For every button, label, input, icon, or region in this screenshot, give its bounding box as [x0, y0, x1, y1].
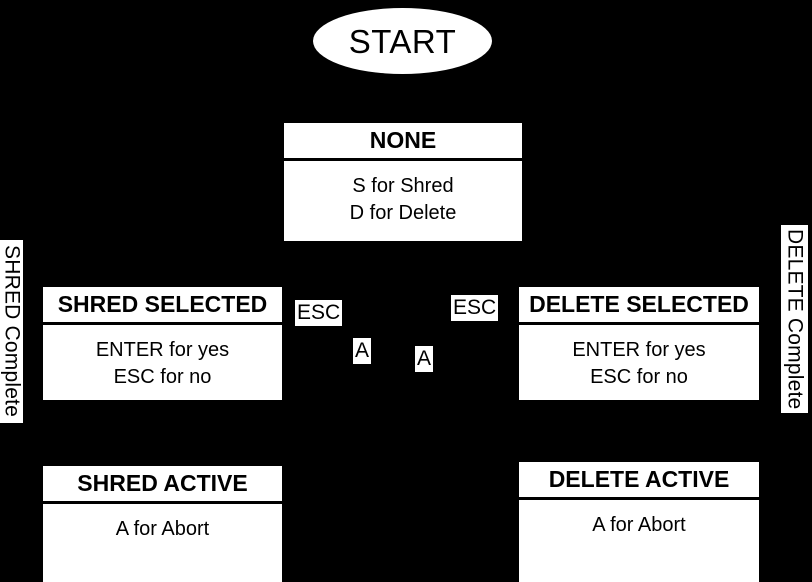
state-body-line: A for Abort: [115, 518, 210, 541]
edge-label-esc-shred: ESC: [295, 300, 343, 327]
connector-shred-selected-to-shred-active: [163, 400, 165, 466]
edge-label-shred-complete: SHRED Complete: [0, 240, 24, 423]
state-body-line: D for Delete: [349, 202, 457, 225]
state-body-line: S for Shred: [352, 175, 454, 198]
connector-none-to-shred-selected: [163, 241, 165, 287]
edge-label-abort-shred: A: [353, 338, 372, 365]
state-box-none[interactable]: NONE S for Shred D for Delete: [284, 123, 522, 241]
state-box-delete-active[interactable]: DELETE ACTIVE A for Abort: [519, 462, 759, 582]
state-body-line: ESC for no: [590, 366, 688, 389]
state-body-delete-active: A for Abort: [519, 500, 759, 582]
state-box-delete-selected[interactable]: DELETE SELECTED ENTER for yes ESC for no: [519, 287, 759, 400]
start-node-label: START: [348, 22, 457, 60]
connector-none-to-delete-selected: [638, 241, 640, 287]
edge-label-abort-delete: A: [415, 346, 434, 373]
state-body-shred-active: A for Abort: [43, 504, 282, 582]
connector-delete-selected-to-delete-active: [638, 400, 640, 462]
state-title-delete-selected: DELETE SELECTED: [519, 287, 759, 326]
state-box-shred-selected[interactable]: SHRED SELECTED ENTER for yes ESC for no: [43, 287, 282, 400]
state-box-shred-active[interactable]: SHRED ACTIVE A for Abort: [43, 466, 282, 582]
state-body-line: ENTER for yes: [572, 339, 706, 362]
start-node[interactable]: START: [313, 8, 492, 74]
state-body-line: A for Abort: [592, 514, 686, 537]
edge-label-delete-complete: DELETE Complete: [781, 225, 808, 413]
connector-start-to-none: [402, 74, 404, 123]
state-body-none: S for Shred D for Delete: [284, 161, 522, 241]
state-title-shred-active: SHRED ACTIVE: [43, 466, 282, 505]
state-title-none: NONE: [284, 123, 522, 162]
state-body-shred-selected: ENTER for yes ESC for no: [43, 325, 282, 400]
state-title-delete-active: DELETE ACTIVE: [519, 462, 759, 501]
state-body-delete-selected: ENTER for yes ESC for no: [519, 325, 759, 400]
state-body-line: ESC for no: [113, 366, 212, 389]
state-body-line: ENTER for yes: [95, 339, 230, 362]
edge-label-esc-delete: ESC: [451, 295, 499, 322]
state-title-shred-selected: SHRED SELECTED: [43, 287, 282, 326]
